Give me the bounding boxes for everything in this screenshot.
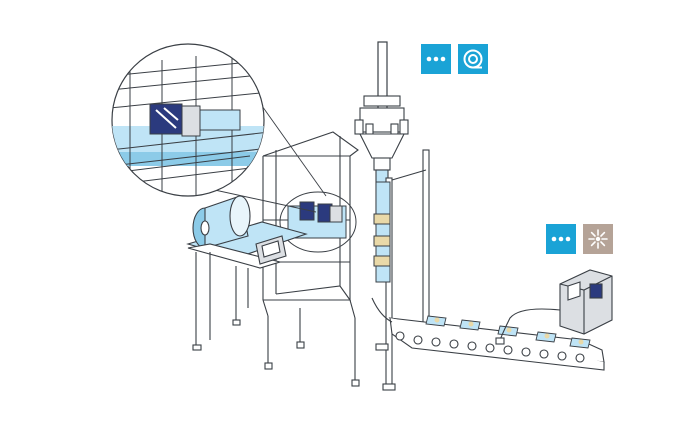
dots-icon: [421, 44, 451, 74]
film-roll-unwinder: [186, 195, 308, 259]
inner-mechanism: [279, 191, 357, 253]
printer-unit: [495, 269, 613, 345]
zoom-detail: [111, 43, 265, 197]
support-column: [375, 149, 430, 391]
dots-icon: [546, 224, 576, 254]
roll-icon: [458, 44, 488, 74]
film-table: [187, 243, 283, 351]
packed-bags: [425, 315, 591, 349]
control-panel: [255, 235, 287, 265]
laser-burst-icon: [583, 224, 613, 254]
forming-tube: [373, 181, 391, 283]
